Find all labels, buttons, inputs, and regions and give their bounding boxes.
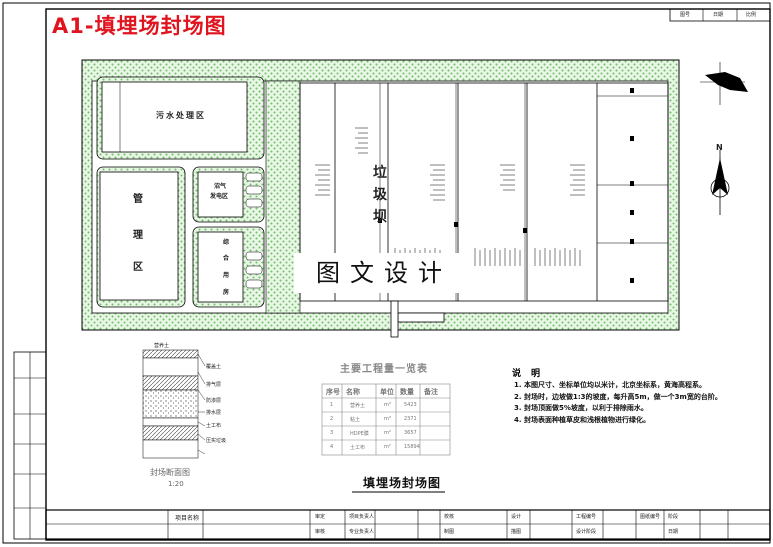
quantity-table-cell: 土工布 — [350, 445, 366, 451]
quantity-table-cell: m³ — [384, 402, 391, 408]
slope-ticks-2 — [430, 164, 585, 201]
note-item: 4. 封场表面种植草皮和浅根植物进行绿化。 — [514, 415, 650, 424]
title-block-cell: 专业负责人 — [349, 529, 375, 535]
dam-label-3: 坝 — [373, 209, 387, 225]
section-layer-2: 排气层 — [206, 382, 222, 388]
quantity-table-cell: 营养土 — [350, 403, 366, 409]
watermark: 图文设计 — [294, 253, 474, 293]
dam-label-1: 垃 — [373, 165, 387, 181]
top-right-cell-2: 比例 — [746, 12, 757, 18]
quantity-table-cell: 15894 — [404, 444, 420, 450]
wind-rose-icon — [700, 62, 748, 105]
title-block-cell: 审定 — [315, 514, 326, 520]
quantity-table-cell: 4 — [330, 444, 334, 450]
title-block-cell: 校核 — [444, 514, 455, 520]
quantity-table-title: 主要工程量一览表 — [340, 364, 428, 375]
drawing-name: 填埋场封场图 — [363, 476, 442, 490]
quantity-table-cell: m² — [384, 444, 391, 450]
zone-comprehensive-label-4: 房 — [223, 289, 230, 296]
section-diagram — [142, 349, 206, 459]
quantity-table-cell: 2371 — [404, 416, 417, 422]
project-name-label: 项目名称 — [175, 515, 200, 522]
section-layer-1: 覆盖土 — [206, 364, 222, 370]
quantity-table-cell: 5423 — [404, 402, 417, 408]
quantity-table-cell: 3 — [330, 430, 334, 436]
title-block-cell: 描图 — [511, 529, 522, 535]
quantity-table-header: 数量 — [400, 388, 414, 396]
section-scale: 1:20 — [168, 480, 184, 488]
bottom-ticks — [394, 248, 581, 266]
quantity-table-cell: HDPE膜 — [350, 431, 369, 437]
north-arrow-icon — [710, 150, 730, 215]
quantity-table-cell: m³ — [384, 416, 391, 422]
quantity-table-cell: 2 — [330, 416, 334, 422]
section-layer-3: 防渗层 — [206, 398, 222, 404]
title-block-cell: 制图 — [444, 529, 455, 535]
quantity-table-cell: 粘土 — [350, 417, 361, 423]
zone-comprehensive-label-1: 综 — [223, 239, 230, 246]
quantity-table-header: 序号 — [326, 388, 340, 396]
zone-comprehensive-label-2: 合 — [223, 255, 230, 262]
zone-management-label-1: 管 — [133, 194, 143, 205]
left-side-column — [13, 351, 47, 540]
dam-label-2: 圾 — [373, 187, 387, 203]
section-layer-5: 土工布 — [206, 423, 222, 429]
title-block-cell: 审核 — [315, 529, 326, 535]
title-block-cell: 日期 — [668, 529, 679, 535]
quantity-table-cell: 1 — [330, 402, 334, 408]
notes-title: 说明 — [512, 369, 551, 379]
note-item: 2. 封场时，边坡做1:3的坡度，每升高5m，做一个3m宽的台阶。 — [514, 392, 722, 401]
quantity-table-header: 名称 — [346, 388, 360, 396]
section-layer-6: 压实垃圾 — [206, 438, 227, 444]
stamp-label: 图纸编号 — [640, 514, 661, 520]
notes-list: 1. 本图尺寸、坐标单位均以米计，北京坐标系，黄海高程系。 2. 封场时，边坡做… — [514, 380, 764, 426]
outlet-structure — [397, 312, 445, 323]
zone-comprehensive-label-3: 用 — [223, 272, 230, 279]
title-block-grid — [45, 509, 771, 540]
note-item: 3. 封场顶面做5%坡度，以利于排除雨水。 — [514, 404, 648, 412]
drawing-title: A1-填埋场封场图 — [52, 14, 227, 38]
title-block-cell: 设计阶段 — [576, 529, 597, 535]
zone-biogas-label-2: 发电区 — [210, 193, 229, 200]
zone-management-label-2: 理 — [133, 230, 143, 241]
quantity-table-grid — [321, 383, 451, 456]
inner-frame — [45, 8, 771, 541]
top-right-cell-1: 日期 — [713, 12, 724, 18]
zone-management-label-3: 区 — [133, 262, 143, 273]
quantity-table-header: 备注 — [424, 388, 438, 396]
note-item: 1. 本图尺寸、坐标单位均以米计，北京坐标系，黄海高程系。 — [514, 381, 706, 389]
quantity-table-header: 单位 — [380, 388, 394, 396]
gas-well-markers — [378, 88, 634, 283]
title-block-cell: 阶段 — [668, 514, 679, 520]
section-title: 封场断面图 — [150, 468, 190, 477]
section-layer-4: 排水层 — [206, 410, 222, 416]
slope-ticks-1 — [315, 127, 368, 196]
title-block-cell: 工程编号 — [576, 514, 597, 520]
quantity-table-cell: 3657 — [404, 430, 417, 436]
zone-sewage-label: 污水处理区 — [156, 111, 206, 120]
quantity-table-cell: m² — [384, 430, 391, 436]
title-block-cell: 项目负责人 — [349, 514, 375, 520]
top-right-table — [669, 8, 771, 22]
title-block-cell: 设计 — [511, 514, 522, 520]
north-label: N — [716, 143, 723, 152]
left-zones — [96, 76, 265, 308]
zone-biogas-label-1: 沼气 — [214, 183, 227, 190]
outlet-pipe — [390, 300, 399, 338]
top-right-cell-0: 图号 — [680, 12, 691, 18]
section-layer-0: 营养土 — [154, 343, 170, 349]
